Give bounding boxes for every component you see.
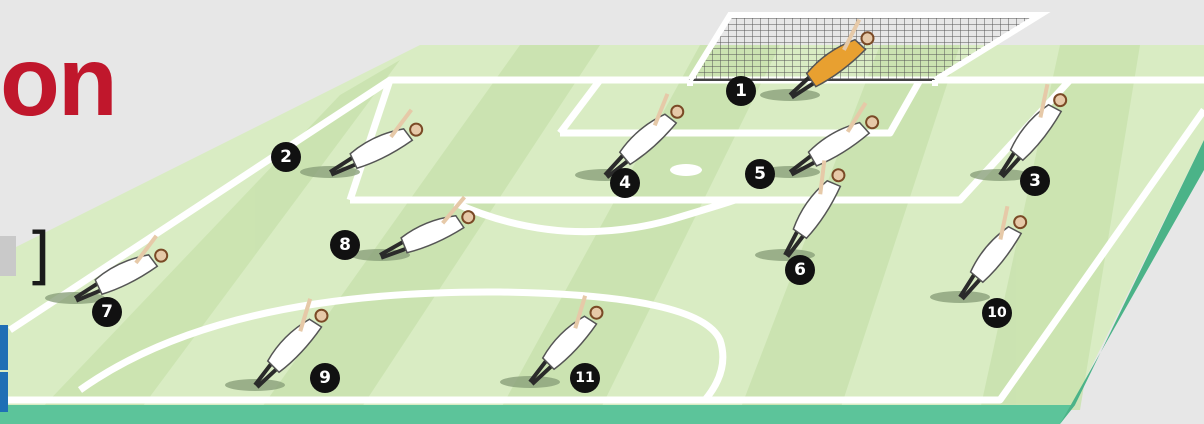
player-number-badge: 4 [610,168,640,198]
player-number-badge: 10 [982,298,1012,328]
page-title-fragment: on [0,40,116,130]
bracket-glyph: ] [22,226,59,286]
player-number-badge: 5 [745,159,775,189]
pitch-edge [0,405,1075,424]
side-tab-lower [0,372,8,412]
player-number-badge: 7 [92,297,122,327]
player-number-badge: 3 [1020,166,1050,196]
player-number-badge: 6 [785,255,815,285]
penalty-spot [670,164,702,176]
gray-box [0,236,16,276]
player-number-badge: 9 [310,363,340,393]
player-number-badge: 1 [726,76,756,106]
player-number-badge: 2 [271,142,301,172]
side-tab-upper [0,325,8,370]
player-number-badge: 8 [330,230,360,260]
bracket-fragment: ] [0,226,48,286]
player-number-badge: 11 [570,363,600,393]
